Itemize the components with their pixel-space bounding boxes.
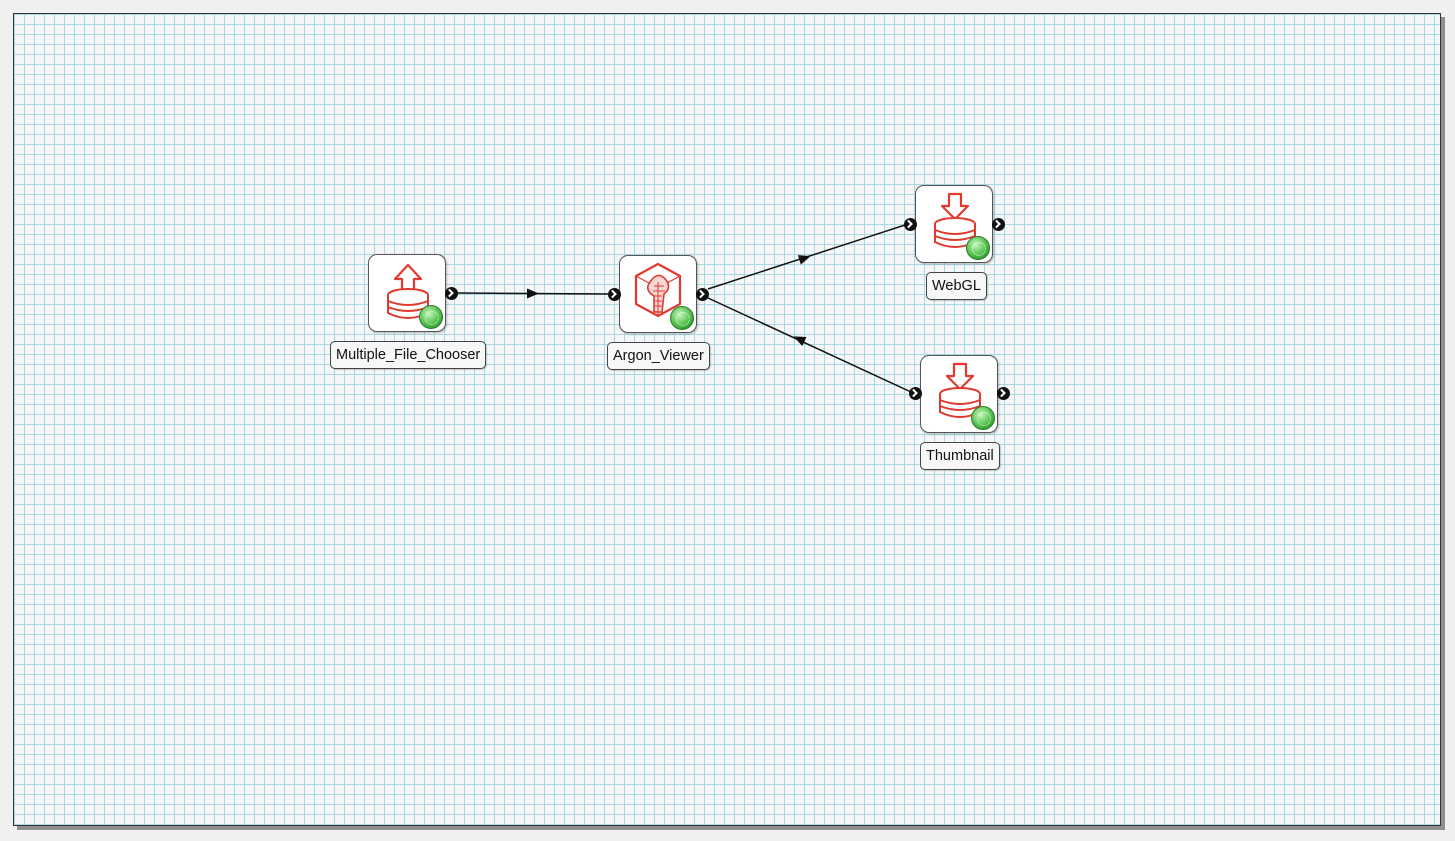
input-port-icon[interactable] xyxy=(909,387,922,400)
node-label[interactable]: WebGL xyxy=(926,272,987,300)
input-port-icon[interactable] xyxy=(904,218,917,231)
node-webgl[interactable] xyxy=(915,185,993,263)
node-label[interactable]: Multiple_File_Chooser xyxy=(330,341,487,369)
connection-viewer-to-thumbnail[interactable] xyxy=(707,297,912,393)
workflow-canvas[interactable]: Multiple_File_Chooser Argon_Viewer WebGL xyxy=(13,13,1441,826)
upload-database-icon xyxy=(387,263,429,319)
output-port-icon[interactable] xyxy=(445,287,458,300)
ready-badge-icon xyxy=(971,406,995,430)
output-port-icon[interactable] xyxy=(992,218,1005,231)
node-multiple-file-chooser[interactable] xyxy=(368,254,446,332)
output-port-icon[interactable] xyxy=(997,387,1010,400)
node-label[interactable]: Thumbnail xyxy=(920,442,1000,470)
input-port-icon[interactable] xyxy=(608,288,621,301)
node-label[interactable]: Argon_Viewer xyxy=(607,342,710,370)
ready-badge-icon xyxy=(419,305,443,329)
3d-viewer-icon xyxy=(634,262,682,318)
ready-badge-icon xyxy=(670,306,694,330)
node-argon-viewer[interactable] xyxy=(619,255,697,333)
node-thumbnail[interactable] xyxy=(920,355,998,433)
connection-layer xyxy=(456,224,912,393)
connection-chooser-to-viewer[interactable] xyxy=(456,288,613,299)
connection-viewer-to-webgl[interactable] xyxy=(707,224,906,290)
output-port-icon[interactable] xyxy=(696,288,709,301)
ready-badge-icon xyxy=(966,236,990,260)
